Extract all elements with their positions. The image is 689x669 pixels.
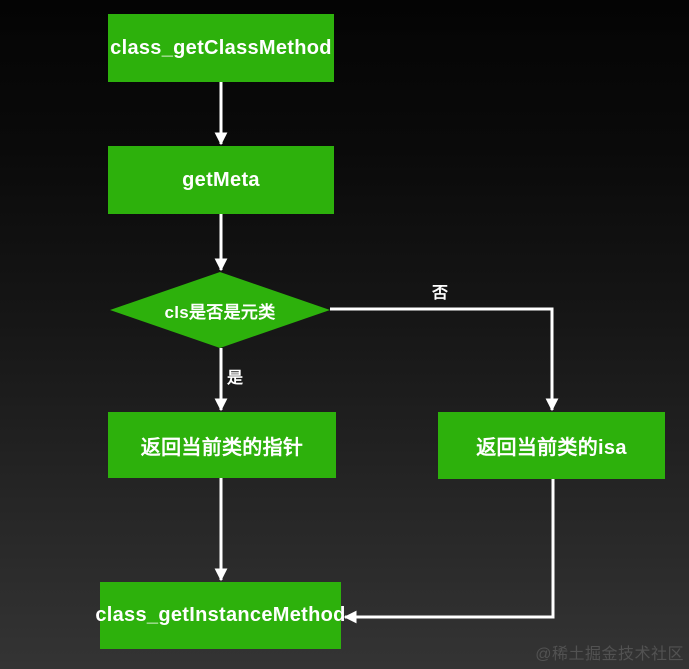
- node-label: class_getInstanceMethod: [95, 604, 346, 626]
- watermark-juejin-community: @稀土掘金技术社区: [535, 646, 684, 663]
- edge-decision-no: [330, 307, 559, 412]
- node-label: 返回当前类的指针: [140, 436, 304, 459]
- node-label: cls是否是元类: [164, 302, 276, 322]
- flowchart-node-return-class-pointer: 返回当前类的指针: [108, 412, 336, 478]
- flowchart-node-class-getclassmethod: class_getClassMethod: [108, 14, 334, 82]
- flowchart-node-getmeta: getMeta: [108, 146, 334, 214]
- edge-returnisa-to-end: [343, 479, 555, 624]
- node-label: 返回当前类的isa: [476, 437, 627, 459]
- edge-label-no: 否: [432, 285, 449, 302]
- flowchart-node-return-class-isa: 返回当前类的isa: [438, 412, 665, 479]
- edge-label-yes: 是: [227, 370, 244, 387]
- flowchart-decision-is-metaclass: cls是否是元类: [110, 272, 330, 348]
- flowchart-node-class-getinstancemethod: class_getInstanceMethod: [95, 582, 345, 649]
- node-label: getMeta: [182, 168, 260, 191]
- node-label: class_getClassMethod: [110, 36, 332, 59]
